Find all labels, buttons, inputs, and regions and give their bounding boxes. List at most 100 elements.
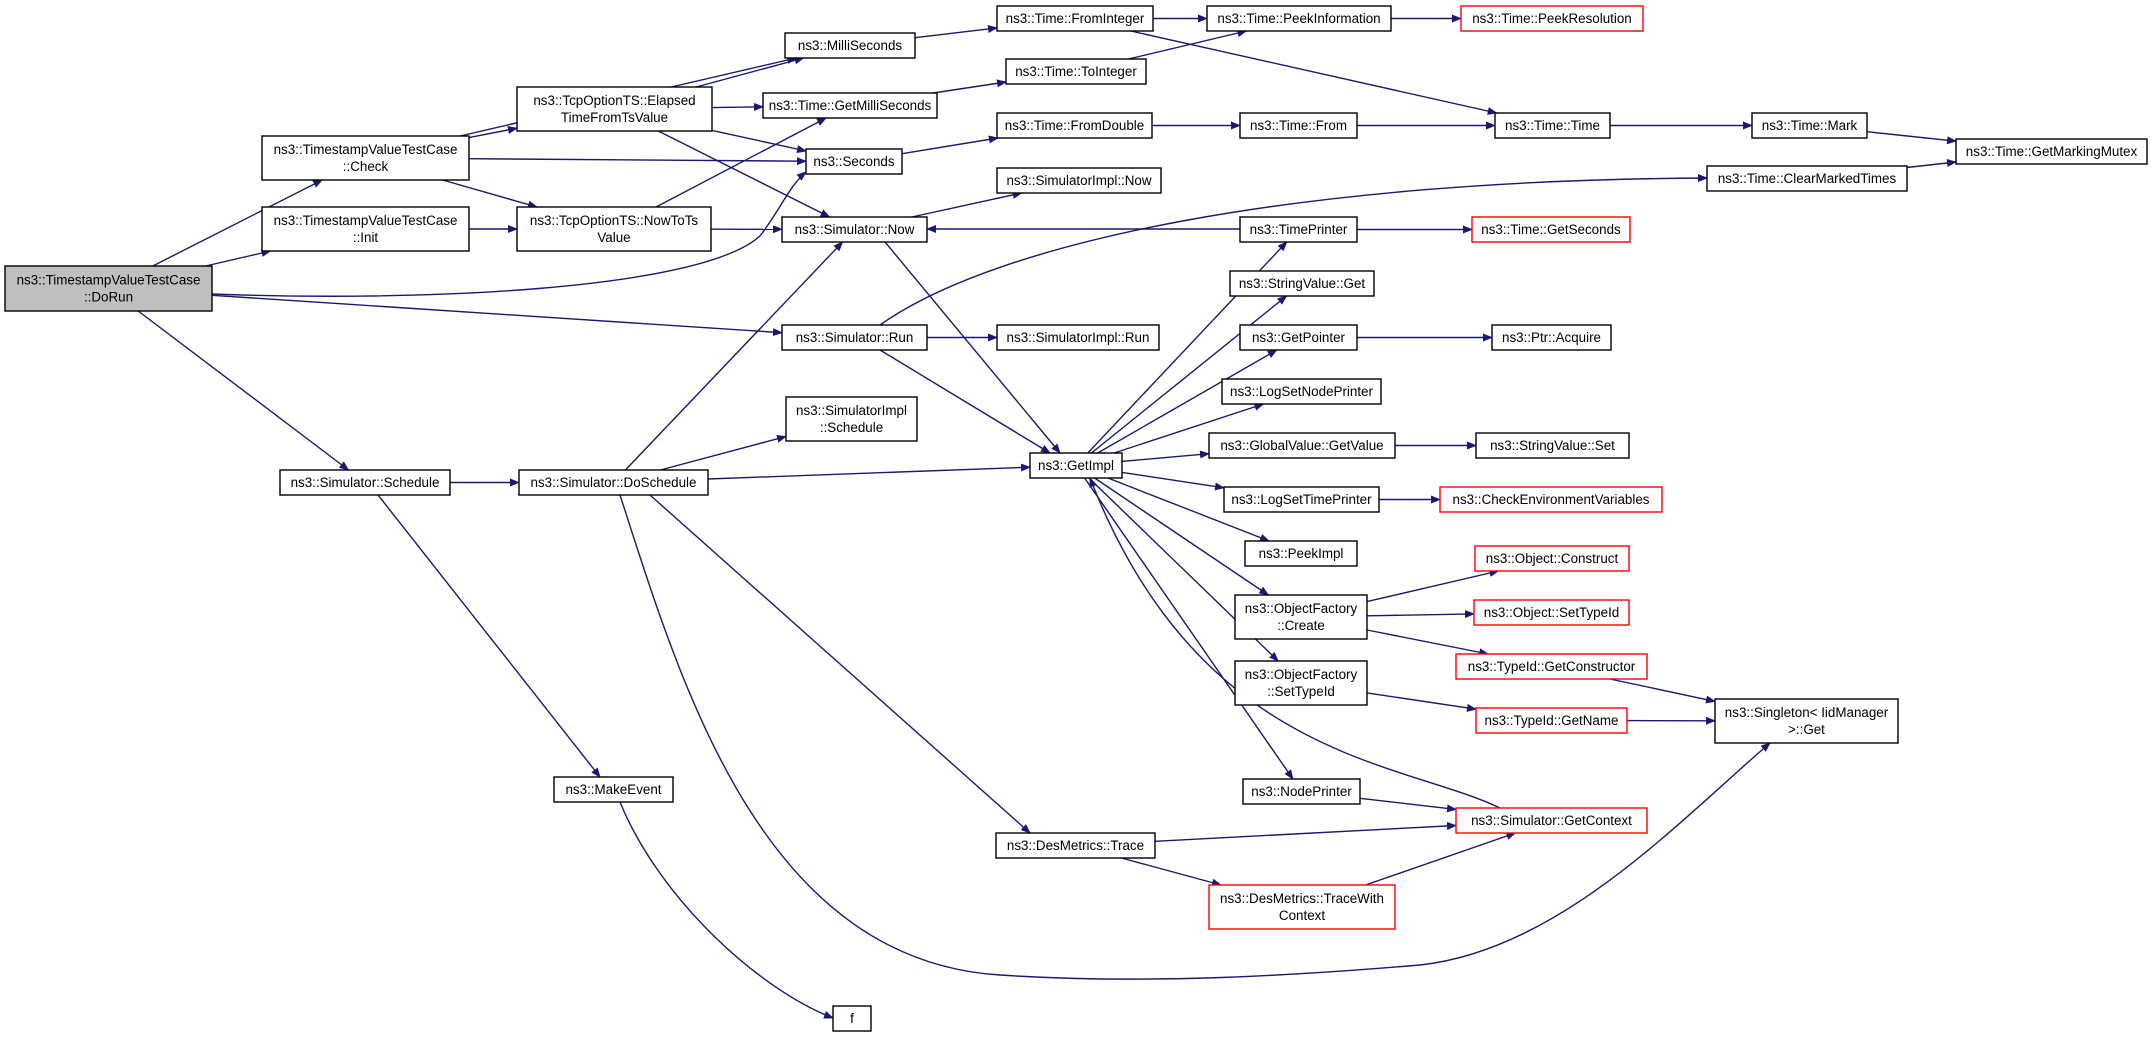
- node-objsettypeid[interactable]: ns3::Object::SetTypeId: [1473, 599, 1630, 626]
- node-getconstructor[interactable]: ns3::TypeId::GetConstructor: [1455, 653, 1648, 680]
- node-box: [1244, 540, 1358, 567]
- node-singletonget[interactable]: ns3::Singleton< IidManager>::Get: [1714, 698, 1899, 744]
- node-box: [1955, 138, 2148, 165]
- edge-schedule-to-makeevent: [377, 494, 601, 778]
- node-label: ns3::Time::ClearMarkedTimes: [1718, 171, 1897, 186]
- node-label: ns3::Time::GetMarkingMutex: [1966, 144, 2138, 159]
- node-dorun[interactable]: ns3::TimestampValueTestCase::DoRun: [4, 265, 213, 312]
- node-simnow[interactable]: ns3::Simulator::Now: [781, 216, 928, 243]
- node-checkenv[interactable]: ns3::CheckEnvironmentVariables: [1439, 486, 1663, 513]
- edge-dorun-to-init: [205, 249, 272, 267]
- edge-getimpl-to-strget: [1091, 295, 1288, 454]
- node-getname[interactable]: ns3::TypeId::GetName: [1475, 707, 1628, 734]
- node-check[interactable]: ns3::TimestampValueTestCase::Check: [261, 135, 470, 181]
- node-label: ns3::Time::Time: [1505, 118, 1600, 133]
- node-label: Value: [597, 230, 630, 245]
- node-getmilliseconds[interactable]: ns3::Time::GetMilliSeconds: [762, 92, 938, 119]
- edge-nowtots-to-getmilliseconds: [655, 117, 827, 208]
- node-objconstruct[interactable]: ns3::Object::Construct: [1474, 545, 1630, 572]
- node-nodeprinter[interactable]: ns3::NodePrinter: [1242, 778, 1361, 805]
- node-box: [1234, 660, 1368, 706]
- node-label: ns3::Time::FromInteger: [1006, 11, 1145, 26]
- node-box: [1706, 165, 1908, 192]
- node-gvgetvalue[interactable]: ns3::GlobalValue::GetValue: [1208, 432, 1396, 459]
- node-label: ns3::Seconds: [813, 154, 894, 169]
- node-label: ::Create: [1277, 618, 1325, 633]
- node-timefrom[interactable]: ns3::Time::From: [1239, 112, 1358, 139]
- node-label: ns3::Time::GetMilliSeconds: [769, 98, 932, 113]
- node-box: [1714, 698, 1899, 744]
- node-label: ns3::LogSetTimePrinter: [1231, 492, 1372, 507]
- node-implnow[interactable]: ns3::SimulatorImpl::Now: [996, 167, 1162, 194]
- edge-ofsettypeid-to-getname: [1366, 692, 1477, 712]
- node-implrun[interactable]: ns3::SimulatorImpl::Run: [996, 324, 1160, 351]
- node-getimpl[interactable]: ns3::GetImpl: [1029, 452, 1123, 479]
- edge-destrace-to-tracewithctx: [1121, 857, 1222, 887]
- node-fromdouble[interactable]: ns3::Time::FromDouble: [996, 112, 1153, 139]
- node-implschedule[interactable]: ns3::SimulatorImpl::Schedule: [785, 396, 918, 442]
- node-box: [1473, 599, 1630, 626]
- node-label: ns3::Singleton< IidManager: [1725, 705, 1889, 720]
- node-box: [1005, 58, 1147, 85]
- node-label: ns3::GlobalValue::GetValue: [1220, 438, 1383, 453]
- node-getpointer[interactable]: ns3::GetPointer: [1239, 324, 1358, 351]
- node-box: [1455, 807, 1648, 834]
- node-box: [516, 206, 712, 252]
- node-simrun[interactable]: ns3::Simulator::Run: [781, 324, 928, 351]
- node-peekinfo[interactable]: ns3::Time::PeekInformation: [1206, 5, 1392, 32]
- node-toint[interactable]: ns3::Time::ToInteger: [1005, 58, 1147, 85]
- node-doschedule[interactable]: ns3::Simulator::DoSchedule: [518, 469, 709, 496]
- node-fromint[interactable]: ns3::Time::FromInteger: [996, 5, 1154, 32]
- node-markingmutex[interactable]: ns3::Time::GetMarkingMutex: [1955, 138, 2148, 165]
- node-getseconds[interactable]: ns3::Time::GetSeconds: [1471, 216, 1631, 243]
- node-box: [1474, 545, 1630, 572]
- node-strget[interactable]: ns3::StringValue::Get: [1229, 270, 1375, 297]
- node-label: ns3::TimestampValueTestCase: [17, 273, 201, 288]
- node-box: [553, 776, 674, 803]
- node-timemark[interactable]: ns3::Time::Mark: [1751, 112, 1868, 139]
- edge-simnow-to-getimpl: [884, 241, 1061, 454]
- node-timeprinter[interactable]: ns3::TimePrinter: [1239, 216, 1358, 243]
- edge-check-to-seconds: [468, 157, 807, 166]
- node-logtimeprinter[interactable]: ns3::LogSetTimePrinter: [1223, 486, 1380, 513]
- node-seconds[interactable]: ns3::Seconds: [805, 148, 903, 175]
- node-getcontext[interactable]: ns3::Simulator::GetContext: [1455, 807, 1648, 834]
- node-timetime[interactable]: ns3::Time::Time: [1494, 112, 1611, 139]
- node-label: ns3::CheckEnvironmentVariables: [1453, 492, 1650, 507]
- node-label: ns3::MakeEvent: [565, 782, 661, 797]
- node-box: [261, 206, 470, 252]
- node-box: [995, 832, 1156, 859]
- node-milliseconds[interactable]: ns3::MilliSeconds: [784, 32, 916, 59]
- node-peekres[interactable]: ns3::Time::PeekResolution: [1460, 5, 1644, 32]
- node-box: [1239, 112, 1358, 139]
- edge-nodeprinter-to-getcontext: [1359, 797, 1457, 813]
- node-label: ns3::StringValue::Get: [1239, 276, 1366, 291]
- node-ofsettypeid[interactable]: ns3::ObjectFactory::SetTypeId: [1234, 660, 1368, 706]
- node-lognodeprinter[interactable]: ns3::LogSetNodePrinter: [1221, 378, 1382, 405]
- node-init[interactable]: ns3::TimestampValueTestCase::Init: [261, 206, 470, 252]
- node-label: ::Schedule: [820, 420, 883, 435]
- node-peekimpl[interactable]: ns3::PeekImpl: [1244, 540, 1358, 567]
- node-f[interactable]: f: [832, 1005, 872, 1032]
- node-schedule[interactable]: ns3::Simulator::Schedule: [279, 469, 451, 496]
- node-destrace[interactable]: ns3::DesMetrics::Trace: [995, 832, 1156, 859]
- node-clearmarked[interactable]: ns3::Time::ClearMarkedTimes: [1706, 165, 1908, 192]
- edge-doschedule-to-singletonget: [619, 494, 1771, 980]
- node-box: [1208, 432, 1396, 459]
- node-box: [781, 216, 928, 243]
- edge-timemark-to-markingmutex: [1866, 131, 1957, 145]
- edge-doschedule-to-getimpl: [707, 463, 1031, 480]
- node-makeevent[interactable]: ns3::MakeEvent: [553, 776, 674, 803]
- edge-getimpl-to-nodeprinter: [1084, 477, 1294, 780]
- node-ofcreate[interactable]: ns3::ObjectFactory::Create: [1234, 594, 1368, 640]
- node-label: ns3::TimestampValueTestCase: [274, 142, 458, 157]
- node-label: Context: [1279, 908, 1325, 923]
- node-strset[interactable]: ns3::StringValue::Set: [1475, 432, 1630, 459]
- node-ptracquire[interactable]: ns3::Ptr::Acquire: [1491, 324, 1612, 351]
- node-box: [1491, 324, 1612, 351]
- edge-seconds-to-fromdouble: [901, 135, 999, 155]
